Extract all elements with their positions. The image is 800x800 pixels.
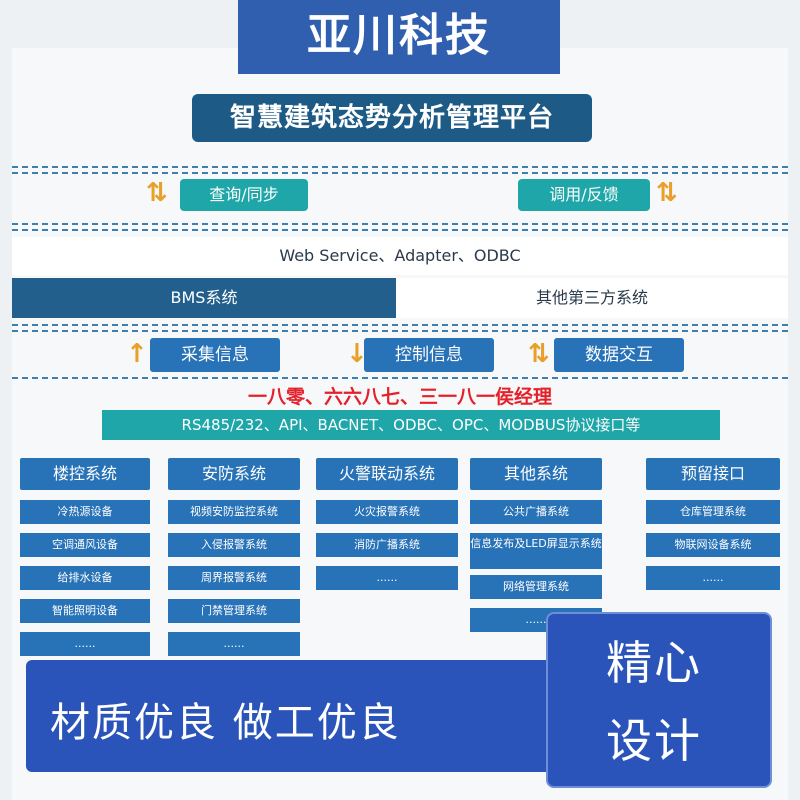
dashed-divider-2 — [12, 172, 788, 174]
third-party-system-block: 其他第三方系统 — [396, 278, 788, 318]
design-badge — [546, 612, 772, 788]
column-head[interactable]: 其他系统 — [470, 458, 602, 490]
column-item[interactable]: 仓库管理系统 — [646, 500, 780, 524]
column-item[interactable]: 智能照明设备 — [20, 599, 150, 623]
dashed-divider-7 — [12, 377, 788, 379]
brand-logo-text: 亚川科技 — [238, 0, 560, 74]
column-item[interactable]: 物联网设备系统 — [646, 533, 780, 557]
protocol-bar: RS485/232、API、BACNET、ODBC、OPC、MODBUS协议接口… — [102, 410, 720, 440]
column-item[interactable]: 火灾报警系统 — [316, 500, 458, 524]
column-item[interactable]: ...... — [20, 632, 150, 656]
column-item[interactable]: ...... — [316, 566, 458, 590]
contact-note: 一八零、六六八七、三一八一侯经理 — [247, 386, 552, 408]
up-down-arrow-icon: ⇅ — [146, 178, 168, 208]
column-item[interactable]: 冷热源设备 — [20, 500, 150, 524]
collect-info-button[interactable]: 采集信息 — [150, 338, 280, 372]
column-head[interactable]: 预留接口 — [646, 458, 780, 490]
up-down-arrow-icon: ⇅ — [656, 178, 678, 208]
column-item[interactable]: ...... — [168, 632, 300, 656]
column-item[interactable]: 给排水设备 — [20, 566, 150, 590]
query-sync-button[interactable]: 查询/同步 — [180, 179, 308, 211]
column-item[interactable]: ...... — [646, 566, 780, 590]
column-item[interactable]: 入侵报警系统 — [168, 533, 300, 557]
up-arrow-icon: ↑ — [126, 339, 148, 369]
column-item[interactable]: 周界报警系统 — [168, 566, 300, 590]
bms-system-block: BMS系统 — [12, 278, 396, 318]
column-item[interactable]: 网络管理系统 — [470, 575, 602, 599]
control-info-button[interactable]: 控制信息 — [364, 338, 494, 372]
design-line-2: 设计 — [606, 714, 702, 768]
slogan-text: 材质优良 做工优良 — [50, 700, 401, 746]
dashed-divider-1 — [12, 166, 788, 168]
dashed-divider-5 — [12, 324, 788, 326]
down-arrow-icon: ↓ — [346, 339, 368, 369]
column-item[interactable]: 空调通风设备 — [20, 533, 150, 557]
up-down-arrow-icon: ⇅ — [528, 339, 550, 369]
column-head[interactable]: 安防系统 — [168, 458, 300, 490]
column-item[interactable]: 视频安防监控系统 — [168, 500, 300, 524]
column-item[interactable]: 公共广播系统 — [470, 500, 602, 524]
column-item[interactable]: 门禁管理系统 — [168, 599, 300, 623]
web-service-row: Web Service、Adapter、ODBC — [12, 237, 788, 275]
data-exchange-button[interactable]: 数据交互 — [554, 338, 684, 372]
dashed-divider-6 — [12, 330, 788, 332]
design-badge-text: 精心 设计 — [606, 624, 736, 780]
dashed-divider-3 — [12, 223, 788, 225]
column-item[interactable]: 信息发布及LED屏显示系统 — [470, 533, 602, 569]
platform-title: 智慧建筑态势分析管理平台 — [192, 94, 592, 142]
column-item[interactable]: 消防广播系统 — [316, 533, 458, 557]
column-head[interactable]: 火警联动系统 — [316, 458, 458, 490]
design-line-1: 精心 — [606, 636, 702, 690]
dashed-divider-4 — [12, 229, 788, 231]
call-feedback-button[interactable]: 调用/反馈 — [518, 179, 650, 211]
column-head[interactable]: 楼控系统 — [20, 458, 150, 490]
